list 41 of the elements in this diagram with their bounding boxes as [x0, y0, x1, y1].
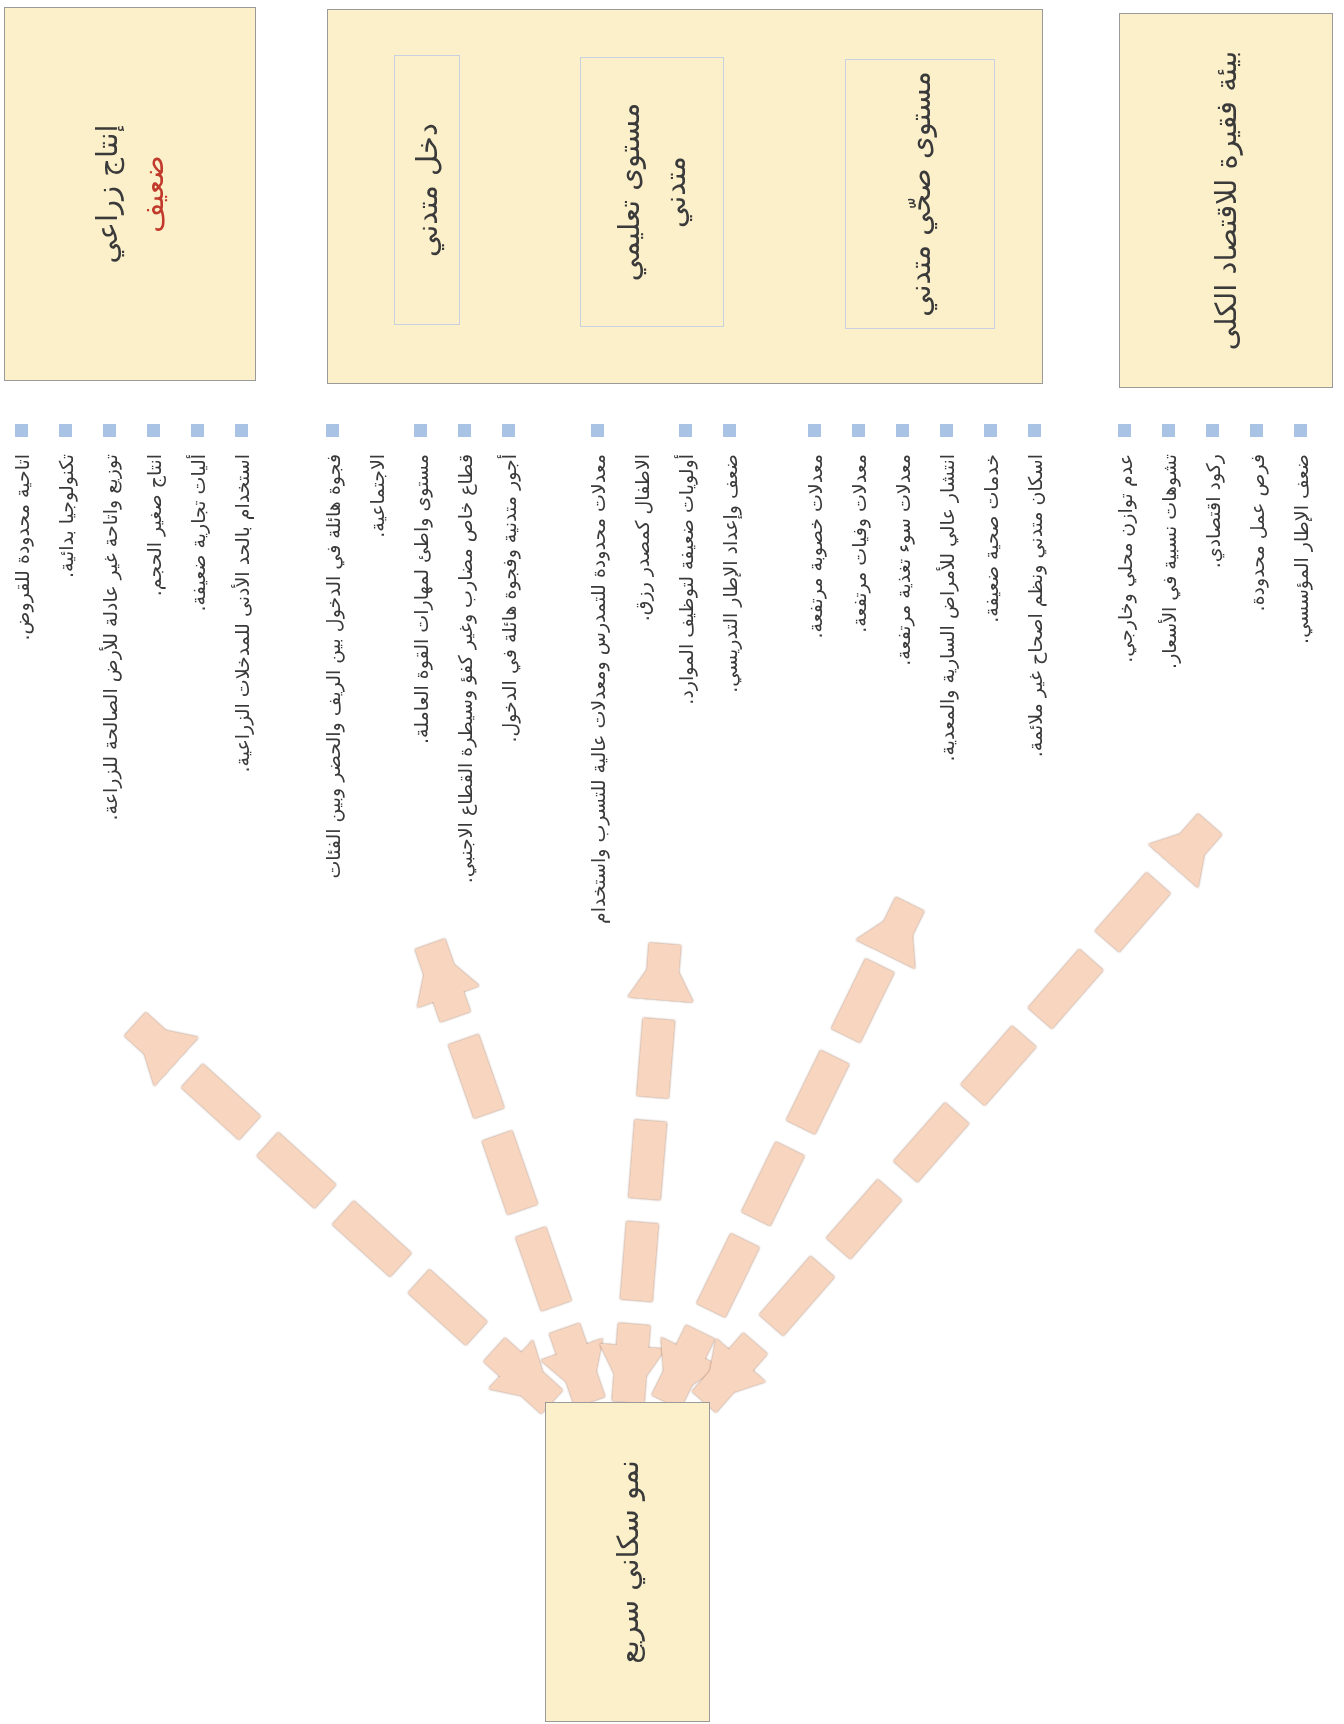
bullet-item: معدلات خصوبة مرتفعة. — [793, 424, 837, 904]
box-label: بيئة فقيرة للاقتصاد الكلى — [1208, 49, 1244, 353]
category-box — [545, 1402, 710, 1722]
bullet-item: مستوى واطئ لمهارات القوة العاملة. — [399, 424, 443, 944]
block-arrow — [599, 942, 694, 1404]
bullet-item: انتاج صغير الحجم. — [132, 424, 176, 1024]
factor-box — [845, 59, 995, 329]
bullet-item: قطاع خاص مضارب وغير كفؤ وسيطرة القطاع الاجنبي. — [443, 424, 487, 944]
bullet-item: عدم توازن محلي وخارجي. — [1103, 424, 1147, 824]
block-arrow — [691, 813, 1223, 1413]
block-arrow — [124, 1012, 563, 1414]
box-label: مستوى صحّي متدني — [902, 70, 938, 319]
bullet-item: ضعف الإطار المؤسسي. — [1279, 424, 1323, 824]
factor-box — [580, 57, 724, 327]
bullet-item: استخدام بالحد الأدنى للمدخلات الزراعية. — [220, 424, 264, 1024]
bullet-item: فجوة هائلة في الدخول بين الريف والحضر وبين الفئات الاجتماعية. — [311, 424, 399, 944]
bullet-item: ركود اقتصادي. — [1191, 424, 1235, 824]
bullet-item: اتاحية محدودة للقروض. — [0, 424, 44, 1024]
bullet-item: أولويات ضعيفة لتوظيف الموارد. — [664, 424, 708, 944]
bullet-item: تكنولوجيا بدائية. — [44, 424, 88, 1024]
box-label: ضعيف — [135, 154, 171, 235]
bullet-item: تشوهات نسبية في الأسعار. — [1147, 424, 1191, 824]
bullet-item: أجور متدنية وفجوة هائلة في الدخول. — [487, 424, 531, 944]
bullet-item: انتشار عالي للأمراض السارية والمعدية. — [925, 424, 969, 904]
category-box — [327, 9, 1043, 384]
bullet-item: توزيع واتاحة غير عادلة للأرض الصالحة للزراعة. — [88, 424, 132, 1024]
bullet-item: معدلات وفيات مرتفعة. — [837, 424, 881, 904]
box-label: إنتاج زراعي — [89, 123, 126, 266]
box-label: مستوى تعليمي متدني — [611, 101, 693, 284]
category-box — [4, 7, 256, 381]
box-label: دخل متدني — [409, 122, 445, 259]
category-box — [1119, 13, 1333, 388]
bullet-item: معدلات محدودة للتمدرس ومعدلات عالية للتسرب واستخدام الاطفال كمصدر رزق. — [576, 424, 664, 944]
bullet-item: أليات تجارية ضعيفة. — [176, 424, 220, 1024]
bullet-item: اسكان متدني ونظم اصحاح غير ملائمة. — [1013, 424, 1057, 904]
factor-box — [394, 55, 460, 325]
bullet-item: ضعف وإعداد الإطار التدريسي. — [708, 424, 752, 944]
bullet-item: فرص عمل محدودة. — [1235, 424, 1279, 824]
bullet-item: معدلات سوء تغذية مرتفعة. — [881, 424, 925, 904]
box-label: نمو سكاني سريع — [609, 1459, 646, 1666]
bullet-item: خدمات صحية ضعيفة. — [969, 424, 1013, 904]
